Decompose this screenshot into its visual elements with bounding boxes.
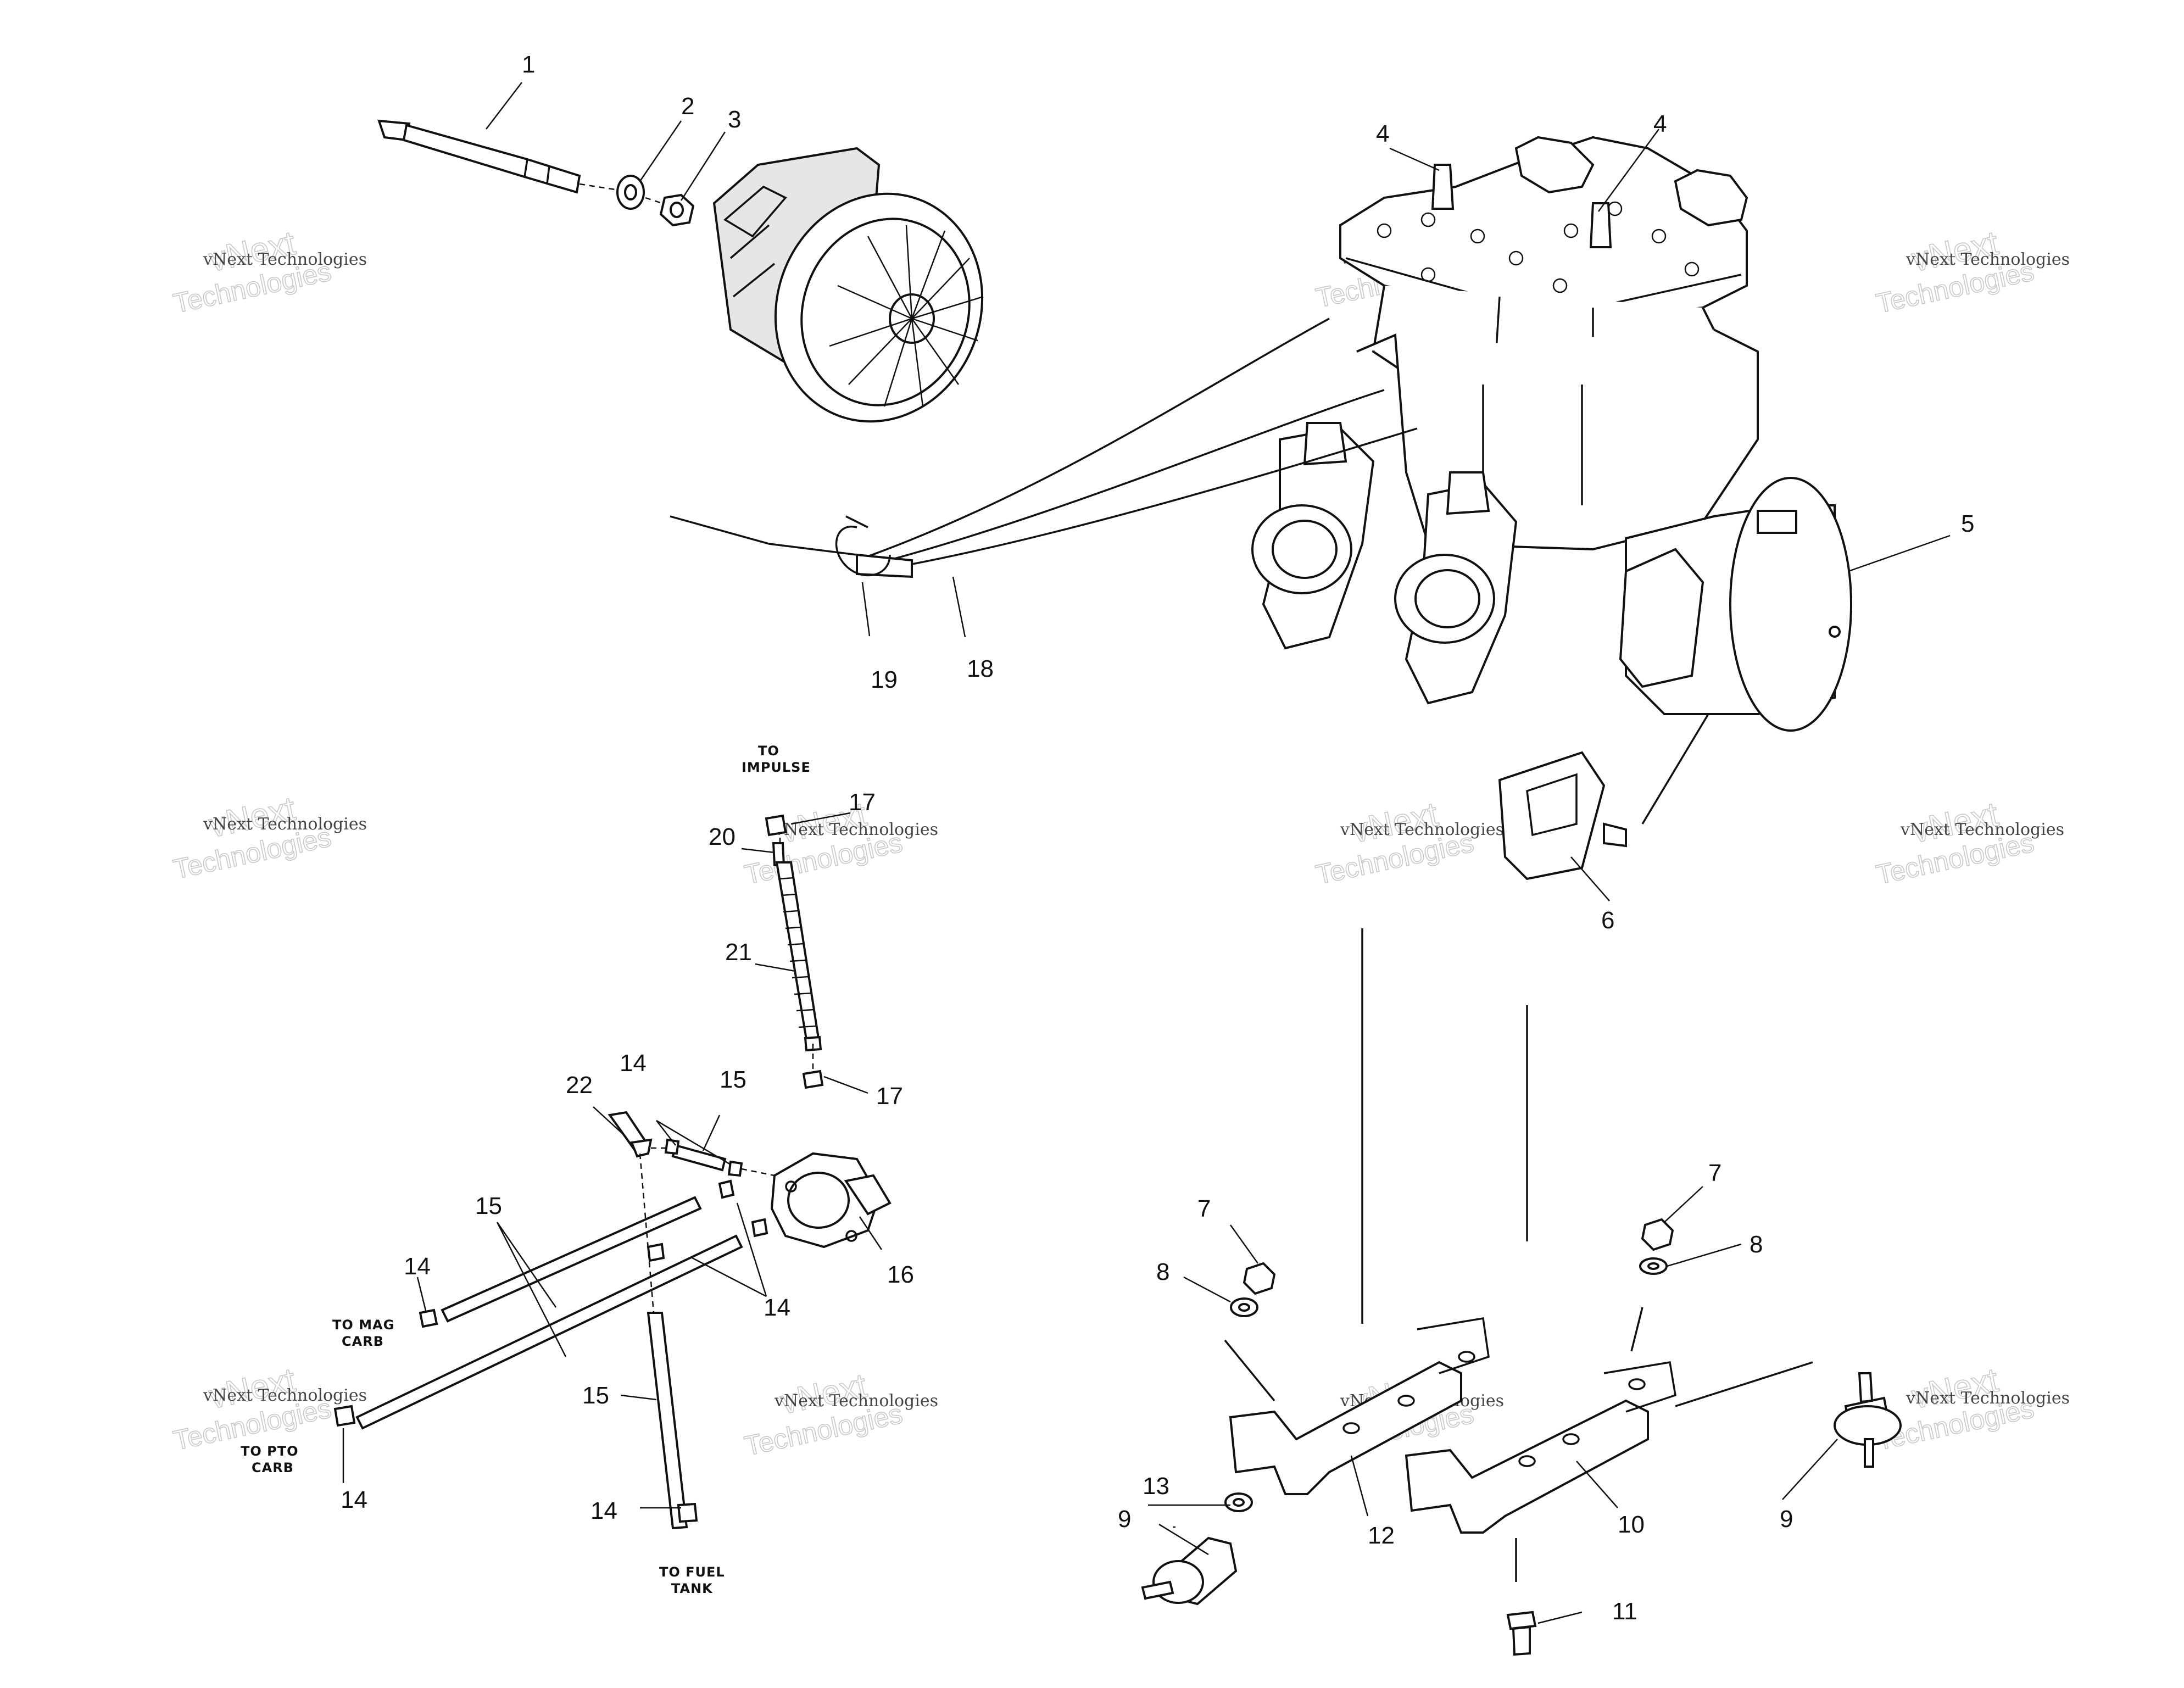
watermark-small-7: vNext Technologies [1340, 820, 1504, 839]
watermark-group: vNext Technologies vNext Technologies vN… [170, 218, 2070, 1462]
part-9-mount-right [1834, 1372, 1902, 1468]
fuel-dashed-lines [639, 838, 814, 1313]
callout-8-left: 8 [1156, 1258, 1169, 1285]
watermark-small-9: vNext Technologies [203, 1386, 367, 1405]
drive-clutch [712, 147, 984, 423]
watermark-small-1: vNext Technologies [203, 250, 367, 269]
part-10-bracket [1405, 1361, 1676, 1534]
callout-3: 3 [728, 106, 741, 133]
part-15-hose-long-a [441, 1179, 735, 1323]
callout-15-b: 15 [475, 1193, 502, 1219]
callout-15-a: 15 [720, 1066, 746, 1093]
leader-lines [342, 82, 1951, 1624]
callout-5: 5 [1961, 510, 1974, 537]
watermark-small-12: vNext Technologies [1906, 1389, 2070, 1408]
part-6-knob [1498, 714, 1709, 881]
part-1-shaft [377, 119, 616, 194]
callout-21: 21 [725, 939, 752, 966]
part-14-clamps-left [333, 1308, 438, 1427]
part-7-nut-right [1641, 1218, 1674, 1251]
part-15-hose-upper [664, 1138, 743, 1177]
part-8-washer-right [1639, 1257, 1668, 1275]
callout-14-b: 14 [764, 1294, 790, 1321]
note-to-mag-carb-line2: CARB [342, 1334, 384, 1349]
watermark-small-6: vNext Technologies [774, 820, 938, 839]
note-to-fuel-tank-line2: TANK [671, 1581, 713, 1596]
note-to-fuel-tank-line1: TO FUEL [659, 1564, 725, 1580]
callout-11: 11 [1612, 1598, 1637, 1625]
callout-18: 18 [967, 655, 994, 682]
part-21-hose [775, 861, 822, 1052]
callout-14-a: 14 [620, 1050, 647, 1077]
callout-17-top: 17 [849, 789, 876, 816]
callout-2: 2 [681, 93, 694, 120]
watermark-small-4: vNext Technologies [1906, 250, 2070, 269]
part-15-hose-long-b [355, 1218, 768, 1430]
callout-20: 20 [709, 823, 736, 850]
callout-12: 12 [1368, 1522, 1395, 1549]
part-16-fuel-pump [770, 1152, 892, 1249]
callout-labels: 1 2 3 4 4 5 6 7 7 8 8 9 9 10 11 12 13 14… [341, 51, 1974, 1625]
note-to-pto-carb-line1: TO PTO [241, 1444, 299, 1459]
callout-15-c: 15 [582, 1382, 609, 1409]
watermark-small-5: vNext Technologies [203, 815, 367, 834]
watermark-small-10: vNext Technologies [774, 1391, 938, 1411]
callout-14-c: 14 [404, 1253, 431, 1280]
part-7-nut-left [1243, 1262, 1276, 1295]
part-17-cap-lower [802, 1069, 824, 1089]
callout-9-right: 9 [1780, 1506, 1793, 1533]
note-to-impulse-line1: TO [758, 743, 779, 759]
callout-10: 10 [1618, 1511, 1645, 1538]
callout-14-e: 14 [590, 1497, 617, 1524]
engine-assembly [1251, 136, 1852, 732]
routing-notes: TO IMPULSE TO MAG CARB TO PTO CARB TO FU… [241, 743, 811, 1596]
part-9-mount-left [1141, 1536, 1238, 1606]
note-to-mag-carb-line1: TO MAG [332, 1317, 394, 1333]
callout-7-left: 7 [1197, 1195, 1211, 1222]
callout-6: 6 [1601, 907, 1614, 934]
part-19-clip [835, 515, 891, 577]
callout-4a: 4 [1376, 120, 1389, 147]
part-17-cap-top [765, 814, 787, 837]
callout-17-lower: 17 [876, 1083, 903, 1110]
callout-13: 13 [1143, 1473, 1169, 1500]
callout-14-d: 14 [341, 1486, 367, 1513]
assembly-lines [1224, 928, 1813, 1582]
callout-19: 19 [871, 666, 898, 693]
part-18-cable [670, 317, 1418, 578]
callout-16: 16 [887, 1261, 914, 1288]
callout-22: 22 [566, 1072, 593, 1099]
callout-1: 1 [522, 51, 535, 78]
callout-7-right: 7 [1708, 1160, 1721, 1186]
callout-8-right: 8 [1750, 1231, 1763, 1258]
watermark-small-8: vNext Technologies [1900, 820, 2064, 839]
callout-9-left: 9 [1118, 1506, 1131, 1533]
part-13-washer [1224, 1492, 1253, 1512]
part-11-bolt [1506, 1611, 1537, 1656]
part-12-bracket [1229, 1317, 1490, 1495]
part-8-washer-left [1230, 1297, 1258, 1317]
part-22-tee-fitting [608, 1111, 653, 1158]
part-2-washer [616, 175, 645, 210]
callout-4b: 4 [1653, 110, 1667, 137]
note-to-impulse-line2: IMPULSE [742, 760, 811, 775]
part-3-nut [645, 193, 695, 227]
note-to-pto-carb-line2: CARB [252, 1460, 294, 1475]
